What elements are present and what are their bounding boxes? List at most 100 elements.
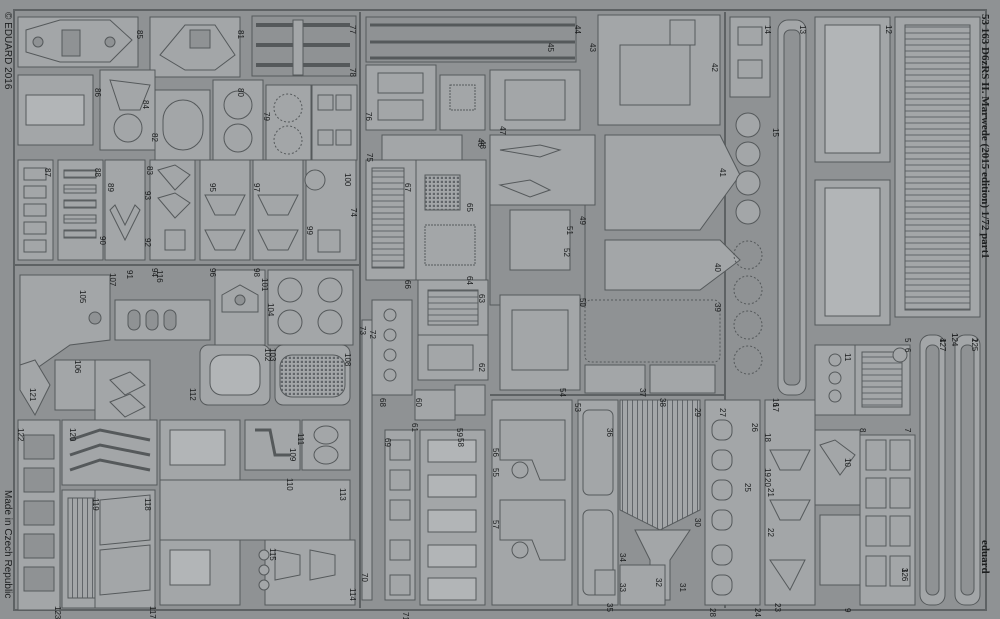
part-number-label: 8 [858,428,867,433]
part-number-label: 75 [365,153,374,162]
part-number-label: 115 [268,548,277,561]
part-number-label: 86 [93,88,102,97]
part-number-label: 109 [288,448,297,462]
part-number-label: 24 [753,608,762,617]
part-number-label: 62 [477,363,486,372]
part-number-label: 49 [578,216,587,225]
part-number-label: 85 [135,30,144,39]
part-number-label: 84 [141,100,150,109]
part-number-label: 101 [260,278,269,292]
part-number-label: 95 [208,183,217,192]
part-number-label: 46 [476,138,485,147]
part-number-label: 112 [188,388,197,401]
part-number-labels: 1234567891011121314151617181920212223242… [16,25,979,619]
part-number-label: 10 [843,458,852,467]
part-number-label: 117 [148,606,157,619]
part-number-label: 83 [145,166,154,175]
part-number-label: 116 [155,270,164,283]
copyright-text: © EDUARD 2016 [2,12,13,90]
part-number-label: 51 [565,226,574,235]
part-number-label: 27 [718,408,727,417]
part-number-label: 35 [605,603,614,612]
part-number-label: 52 [562,248,571,257]
part-number-label: 106 [73,360,82,374]
part-number-label: 121 [28,388,37,402]
part-number-label: 82 [150,133,159,142]
part-number-label: 56 [491,448,500,457]
brand-logo-text: eduard [979,540,991,574]
part-number-label: 79 [262,112,271,121]
part-number-label: 94 [150,268,159,277]
mid-left-parts [17,159,357,261]
part-number-label: 80 [236,88,245,97]
part-number-label: 32 [654,578,663,587]
part-number-label: 4 [938,338,947,343]
part-number-label: 105 [78,290,87,304]
part-number-label: 26 [750,423,759,432]
part-number-label: 18 [763,433,772,442]
part-number-label: 14 [763,25,772,34]
part-number-label: 38 [658,398,667,407]
part-number-label: 53 [573,403,582,412]
part-number-label: 34 [618,553,627,562]
part-number-label: 100 [343,173,352,187]
part-number-label: 77 [348,25,357,34]
part-number-label: 31 [678,583,687,592]
part-number-label: 64 [465,276,474,285]
part-number-label: 61 [410,423,419,432]
part-number-label: 73 [358,326,367,335]
part-number-label: 81 [236,30,245,39]
part-number-label: 39 [713,303,722,312]
part-number-label: 68 [378,398,387,407]
part-number-label: 125 [970,338,979,352]
part-number-label: 29 [693,408,702,417]
part-number-label: 21 [766,488,775,497]
part-number-label: 114 [348,588,357,601]
part-number-label: 19 [763,468,772,477]
lower-left-parts [17,269,356,611]
part-number-label: 122 [16,428,25,442]
part-number-label: 44 [573,25,582,34]
part-number-label: 113 [338,488,347,501]
part-number-label: 12 [884,25,893,34]
part-number-label: 92 [143,238,152,247]
part-number-label: 40 [713,263,722,272]
part-number-label: 36 [605,428,614,437]
part-number-label: 71 [401,612,410,619]
part-number-label: 48 [478,140,487,149]
part-number-label: 126 [900,568,909,582]
part-number-label: 66 [403,280,412,289]
part-number-label: 2 [970,338,979,343]
part-number-label: 78 [348,68,357,77]
part-number-label: 16 [771,398,780,407]
part-number-label: 98 [252,268,261,277]
part-number-label: 37 [638,388,647,397]
part-number-label: 123 [53,606,62,619]
part-number-label: 22 [766,528,775,537]
part-number-label: 63 [477,294,486,303]
part-number-label: 30 [693,518,702,527]
part-number-label: 93 [143,191,152,200]
part-number-label: 127 [938,338,947,352]
part-number-label: 6 [903,348,912,353]
part-number-label: 97 [252,183,261,192]
part-number-label: 57 [491,520,500,529]
part-number-label: 67 [403,183,412,192]
part-number-label: 43 [588,43,597,52]
part-number-label: 58 [456,438,465,447]
part-number-label: 91 [125,270,134,279]
part-number-label: 25 [743,483,752,492]
upper-left-parts [17,15,358,161]
part-number-label: 13 [798,25,807,34]
part-number-label: 124 [950,333,959,347]
part-number-label: 15 [771,128,780,137]
part-number-label: 20 [763,478,772,487]
part-number-label: 9 [843,608,852,613]
part-number-label: 89 [106,183,115,192]
part-number-label: 3 [900,568,909,573]
part-number-label: 11 [843,353,852,362]
part-number-label: 72 [368,330,377,339]
part-number-label: 7 [903,428,912,433]
